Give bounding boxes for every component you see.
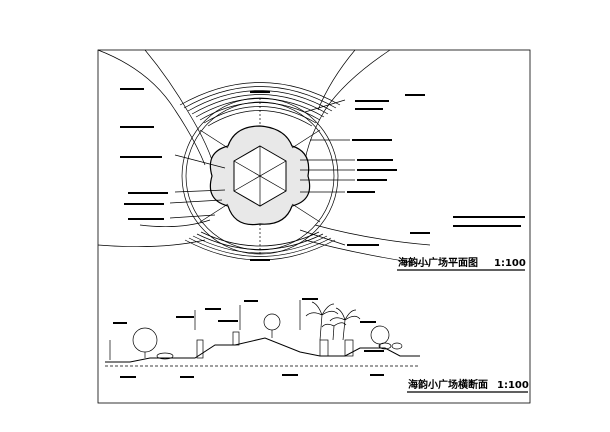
road-edge-right-bottom-inner (314, 224, 431, 246)
road-edge-left-top (97, 49, 206, 166)
annotation-mark (124, 203, 164, 205)
annotation-mark (405, 94, 425, 96)
annotation-mark (357, 169, 397, 171)
section-title: 海韵小广场横断面 (408, 378, 488, 391)
road-edge-left-top-inner (144, 49, 213, 161)
section-view (105, 300, 420, 367)
section-annotations (113, 298, 384, 378)
annotation-mark (120, 88, 144, 90)
annotation-mark (250, 259, 270, 261)
plan-title: 海韵小广场平面图 (398, 256, 478, 269)
annotation-mark (410, 232, 430, 234)
tree-canopy (132, 327, 158, 353)
annotation-mark (128, 218, 164, 220)
annotation-mark (120, 126, 154, 128)
annotation-mark (355, 108, 383, 110)
tree-canopy (370, 325, 390, 345)
plan-scale: 1:100 (494, 258, 526, 269)
road-edge-left-bottom-inner (139, 219, 211, 228)
section-scale: 1:100 (497, 380, 529, 391)
sculpture (263, 313, 281, 331)
step-arc-1 (179, 82, 341, 106)
road-edge-right-top-inner (317, 49, 356, 111)
plan-annotations (120, 88, 430, 261)
annotation-mark (357, 179, 387, 181)
annotation-mark (250, 91, 270, 93)
annotation-mark (355, 100, 389, 102)
annotation-mark (128, 192, 168, 194)
road-edge-left-bottom (97, 239, 206, 248)
design-note (453, 216, 525, 227)
annotation-mark (357, 159, 393, 161)
palm-trunk (319, 314, 323, 341)
ground-profile (105, 337, 420, 363)
annotation-mark (120, 156, 162, 158)
road-edge-right-bottom (304, 239, 431, 266)
road-edge-right-top (304, 49, 391, 161)
annotation-mark (347, 191, 375, 193)
annotation-mark (352, 139, 392, 141)
plan-view (97, 49, 431, 266)
sheet-border (97, 49, 531, 404)
annotation-mark (347, 244, 379, 246)
